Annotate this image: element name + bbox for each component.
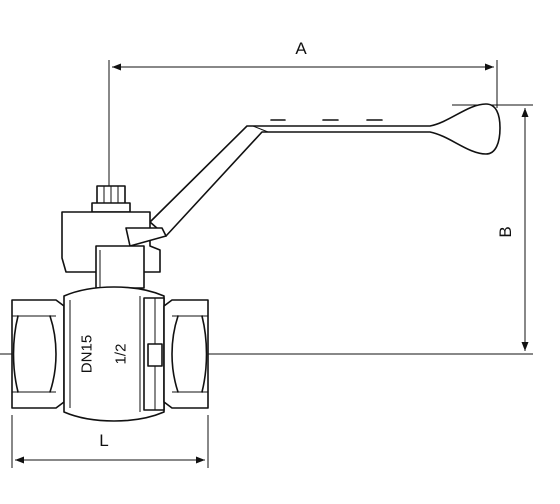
dimension-a-label: A [295,39,307,58]
dimension-l-label: L [99,431,108,450]
lever-bend-line [252,125,269,133]
lever-root [125,227,167,247]
size-marking: DN15 [79,335,96,373]
thread-size-marking: 1/2 [113,344,130,365]
right-thread-end [163,299,209,409]
valve-body: DN15 1/2 [63,286,165,422]
lever-arm [149,103,501,237]
right-end-chamfer [201,315,208,393]
left-end-chamfer [12,315,19,393]
dimension-l: L [11,415,209,468]
stem-neck [95,245,145,289]
dimension-b-label: B [496,226,515,237]
valve-body-boss [147,343,163,367]
valve-body-shell [63,286,165,422]
stem-nut [91,185,131,213]
right-end-inner-curve [171,315,179,393]
left-end-inner-curve [49,315,57,393]
stem-washer [91,202,131,213]
left-thread-end [11,299,65,409]
stem-housing [61,211,167,289]
lever-handle [149,103,501,237]
dimension-a: A [108,39,498,210]
